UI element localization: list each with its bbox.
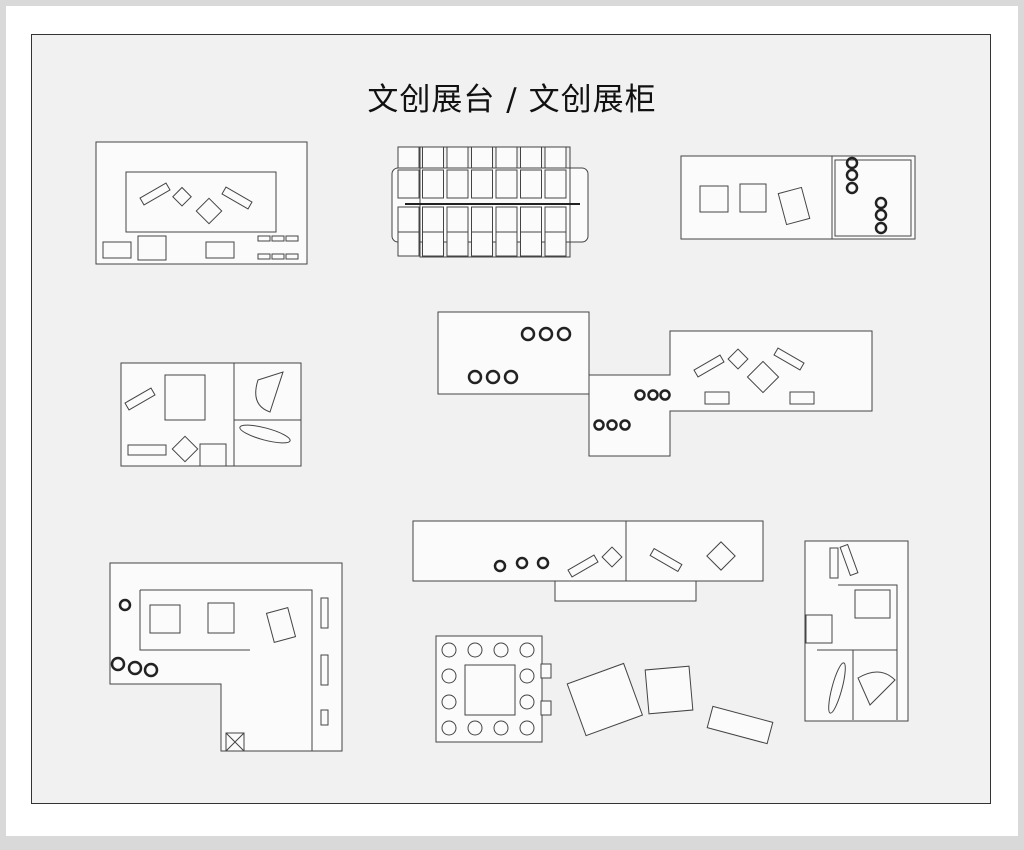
display-cell bbox=[544, 206, 567, 235]
display-cell bbox=[495, 146, 518, 169]
plan-top-left bbox=[95, 141, 308, 265]
display-cell bbox=[397, 206, 420, 235]
stool bbox=[519, 668, 535, 684]
stool bbox=[493, 642, 509, 658]
display-cell bbox=[446, 206, 469, 235]
display-cell bbox=[397, 169, 420, 199]
display-cell bbox=[471, 169, 493, 199]
stool bbox=[519, 720, 535, 736]
display-cell bbox=[520, 206, 542, 235]
stool bbox=[519, 694, 535, 710]
stool bbox=[493, 720, 509, 736]
display-cell bbox=[422, 231, 444, 257]
stool bbox=[467, 642, 483, 658]
plan-top-right bbox=[680, 155, 916, 240]
display-cell bbox=[520, 231, 542, 257]
display-cell bbox=[495, 231, 518, 257]
stool bbox=[441, 720, 457, 736]
display-cell bbox=[471, 146, 493, 169]
plan-lower-center bbox=[412, 520, 764, 602]
display-cell bbox=[495, 169, 518, 199]
stool bbox=[519, 642, 535, 658]
display-cell bbox=[520, 146, 542, 169]
display-cell bbox=[471, 231, 493, 257]
plan-top-center bbox=[391, 146, 589, 258]
plan-center bbox=[437, 311, 873, 457]
display-cell bbox=[422, 206, 444, 235]
display-cell bbox=[471, 206, 493, 235]
plan-bottom-left bbox=[109, 562, 343, 752]
display-cell bbox=[446, 231, 469, 257]
display-cell bbox=[446, 146, 469, 169]
page-title: 文创展台 / 文创展柜 bbox=[367, 82, 657, 118]
display-cell bbox=[446, 169, 469, 199]
display-cell bbox=[544, 146, 567, 169]
display-cell bbox=[495, 206, 518, 235]
display-cell bbox=[422, 146, 444, 169]
plan-bottom-right bbox=[804, 540, 909, 722]
plan-bottom-center bbox=[435, 635, 774, 745]
stool bbox=[441, 642, 457, 658]
display-cell bbox=[397, 231, 420, 257]
stool bbox=[441, 694, 457, 710]
stool bbox=[467, 720, 483, 736]
display-cell bbox=[544, 231, 567, 257]
display-cell bbox=[520, 169, 542, 199]
stool bbox=[441, 668, 457, 684]
display-cell bbox=[544, 169, 567, 199]
display-cell bbox=[397, 146, 420, 169]
plan-middle-left bbox=[120, 362, 302, 467]
display-cell bbox=[422, 169, 444, 199]
